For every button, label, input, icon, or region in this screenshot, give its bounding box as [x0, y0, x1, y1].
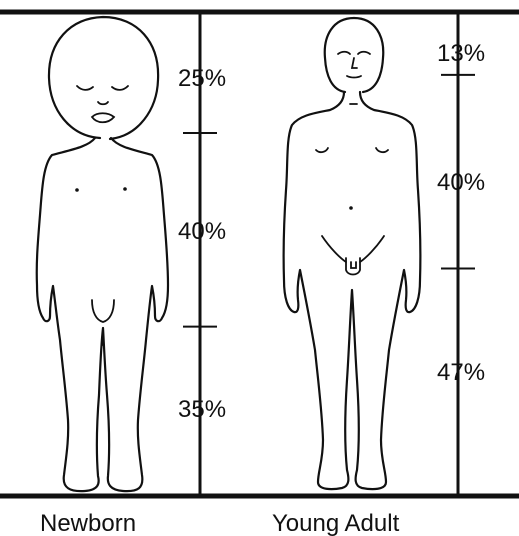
newborn-mouth	[92, 113, 114, 122]
adult-pec-left	[316, 148, 328, 152]
newborn-head-percent: 25%	[178, 65, 226, 92]
adult-eye-left	[338, 52, 350, 54]
adult-eye-right	[358, 52, 370, 54]
adult-trunk-percent: 40%	[437, 169, 485, 196]
newborn-head	[49, 17, 158, 139]
adult-caption: Young Adult	[272, 510, 400, 536]
adult-genital	[346, 258, 360, 275]
adult-groin-right	[360, 236, 384, 262]
newborn-eye-left	[77, 86, 93, 90]
adult-nose	[352, 58, 357, 68]
adult-body-outline	[284, 92, 421, 489]
newborn-caption: Newborn	[40, 510, 136, 536]
newborn-figure	[37, 17, 168, 491]
newborn-nipple-right	[123, 187, 127, 191]
adult-head	[325, 18, 384, 92]
newborn-body-outline	[37, 138, 168, 491]
ruler-ticks	[183, 75, 475, 327]
adult-navel	[349, 206, 353, 210]
adult-genital-inner	[351, 262, 356, 268]
newborn-pelvis-detail	[92, 300, 114, 322]
newborn-legs-percent: 35%	[178, 396, 226, 423]
adult-mouth	[347, 76, 361, 78]
adult-head-percent: 13%	[437, 40, 485, 67]
newborn-nose	[98, 102, 108, 104]
newborn-eye-right	[112, 86, 128, 90]
adult-figure	[284, 18, 421, 489]
adult-groin-left	[322, 236, 346, 262]
adult-legs-percent: 47%	[437, 359, 485, 386]
newborn-trunk-percent: 40%	[178, 218, 226, 245]
newborn-nipple-left	[75, 188, 79, 192]
adult-pec-right	[376, 148, 388, 152]
